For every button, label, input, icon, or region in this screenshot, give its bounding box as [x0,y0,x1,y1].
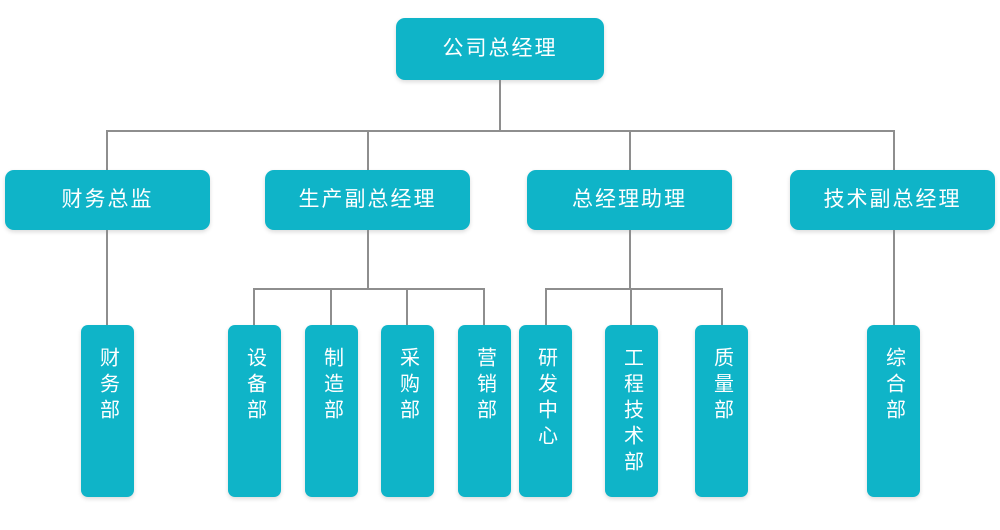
connector-assistant-bus [545,288,723,290]
node-label: 工程技术部 [620,347,643,477]
connector-drop-purchasing-dept [406,288,408,325]
node-production-vice-gm[interactable]: 生产副总经理 [265,170,470,230]
node-label: 质量部 [710,347,733,425]
node-label: 设备部 [243,347,266,425]
node-gm-assistant[interactable]: 总经理助理 [527,170,732,230]
node-label: 技术副总经理 [823,187,962,211]
connector-drop-gm-assistant [629,130,631,170]
node-engineering-tech-dept[interactable]: 工程技术部 [605,325,658,497]
connector-production-stem [367,230,369,289]
connector-main-bus [106,130,895,132]
node-general-affairs-dept[interactable]: 综合部 [867,325,920,497]
node-finance-director[interactable]: 财务总监 [5,170,210,230]
node-marketing-dept[interactable]: 营销部 [458,325,511,497]
node-technical-vice-gm[interactable]: 技术副总经理 [790,170,995,230]
connector-drop-manufacturing-dept [330,288,332,325]
node-rd-center[interactable]: 研发中心 [519,325,572,497]
node-purchasing-dept[interactable]: 采购部 [381,325,434,497]
connector-drop-finance-director [106,130,108,170]
connector-production-bus [253,288,485,290]
node-label: 营销部 [473,347,496,425]
node-label: 财务部 [96,347,119,425]
node-label: 总经理助理 [572,187,687,211]
connector-assistant-stem [629,230,631,289]
connector-drop-production-vgm [367,130,369,170]
node-quality-dept[interactable]: 质量部 [695,325,748,497]
node-label: 采购部 [396,347,419,425]
node-finance-dept[interactable]: 财务部 [81,325,134,497]
connector-drop-marketing-dept [483,288,485,325]
node-equipment-dept[interactable]: 设备部 [228,325,281,497]
node-label: 综合部 [882,347,905,425]
node-label: 研发中心 [534,347,557,451]
node-label: 制造部 [320,347,343,425]
connector-finance-director-to-finance-dept [106,230,108,325]
connector-technical-vgm-to-general-affairs [893,230,895,325]
connector-drop-rd-center [545,288,547,325]
node-label: 生产副总经理 [298,187,437,211]
node-label: 财务总监 [61,187,154,211]
node-root-general-manager[interactable]: 公司总经理 [396,18,604,80]
node-manufacturing-dept[interactable]: 制造部 [305,325,358,497]
connector-drop-engineering-dept [630,288,632,325]
connector-drop-technical-vgm [893,130,895,170]
connector-drop-quality-dept [721,288,723,325]
connector-root-stem [499,80,501,131]
connector-drop-equipment-dept [253,288,255,325]
node-label: 公司总经理 [442,36,558,60]
